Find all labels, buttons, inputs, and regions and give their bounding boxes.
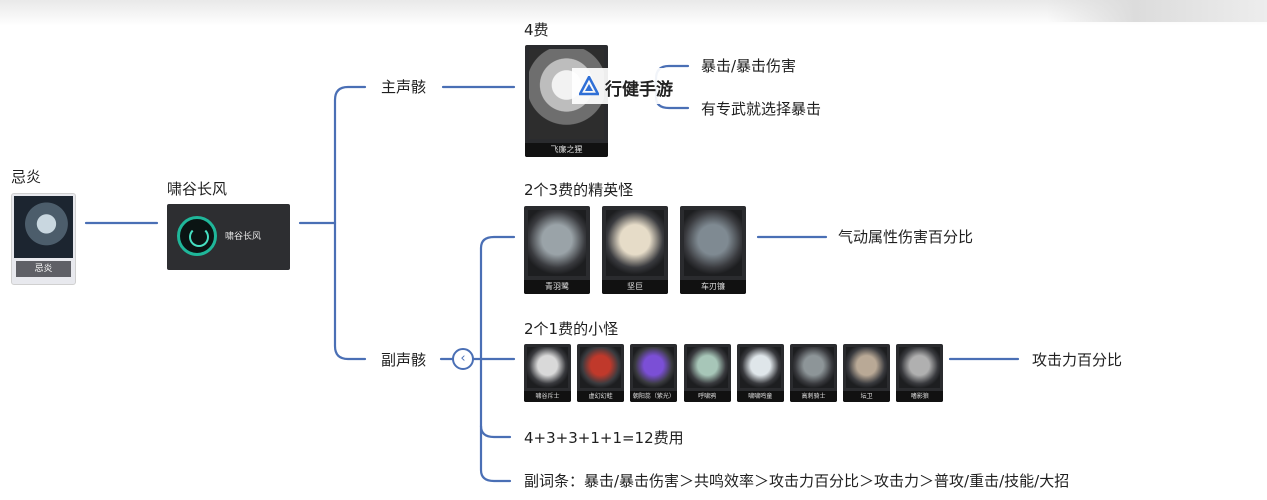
line-sub-formula: [479, 357, 512, 439]
top-bar-blur: [1047, 0, 1267, 22]
character-tag: 忌炎: [16, 261, 71, 277]
minion-art: [686, 347, 728, 388]
cost-formula: 4+3+3+1+1=12费用: [524, 429, 684, 447]
minion-name: 高刺骑士: [790, 391, 837, 402]
minion-art: [899, 347, 941, 388]
minion-card[interactable]: 嗜影狼: [896, 344, 944, 402]
character-card[interactable]: 忌炎: [11, 193, 76, 285]
minion-stat: 攻击力百分比: [1032, 351, 1123, 369]
main-echo-note: 有专武就选择暴击: [701, 100, 822, 118]
minion-card[interactable]: 啸谷斥士: [524, 344, 571, 402]
main-echo-name: 飞廉之猩: [525, 143, 608, 157]
minion-art: [527, 347, 568, 388]
minion-name: 啸啸鸣童: [736, 391, 784, 402]
watermark-text: 行健手游: [605, 80, 673, 100]
line-sub-substats: [479, 424, 512, 483]
minion-art: [846, 347, 888, 388]
main-echo-label: 主声骸: [381, 78, 427, 96]
minion-card[interactable]: 朝阳蕊（紫光）: [630, 344, 678, 402]
elite-card[interactable]: 坚巨: [602, 206, 668, 294]
minion-art: [633, 347, 675, 388]
minion-art: [793, 347, 834, 388]
minion-name: 啸谷斥士: [524, 391, 571, 402]
sonata-card[interactable]: 啸谷长风: [167, 204, 290, 270]
character-portrait: [14, 196, 73, 258]
line-sub-up: [479, 235, 516, 361]
watermark: 行健手游: [572, 68, 692, 104]
elite-name: 车刃镰: [680, 280, 746, 294]
substat-priority: 副词条：暴击/暴击伤害＞共鸣效率＞攻击力百分比＞攻击力＞普攻/重击/技能/大招: [524, 472, 1070, 490]
collapse-button[interactable]: ‹: [452, 348, 474, 370]
sonata-name: 啸谷长风: [167, 180, 228, 198]
elite-card[interactable]: 青羽鹭: [524, 206, 590, 294]
minion-name: 朝阳蕊（紫光）: [630, 391, 678, 402]
elite-art: [684, 210, 742, 276]
minion-card[interactable]: 呼啸鸦: [683, 344, 731, 402]
sub-echo-label: 副声骸: [381, 351, 427, 369]
minion-name: 呼啸鸦: [683, 391, 731, 402]
minion-art: [739, 347, 781, 388]
line-trunk-sub: [333, 221, 367, 361]
main-echo-stat: 暴击/暴击伤害: [701, 57, 797, 75]
line-trunk-main: [333, 85, 367, 225]
minion-name: 虚幻幻蛙: [577, 391, 625, 402]
character-name: 忌炎: [11, 168, 42, 186]
elite-art: [606, 210, 664, 276]
sonata-card-label: 啸谷长风: [225, 232, 262, 242]
minion-card[interactable]: 虚幻幻蛙: [577, 344, 625, 402]
wind-sonata-icon: [177, 216, 217, 256]
minion-name: 坛卫: [843, 391, 891, 402]
minion-card[interactable]: 啸啸鸣童: [736, 344, 784, 402]
elite-art: [528, 210, 586, 276]
minion-card[interactable]: 高刺骑士: [790, 344, 837, 402]
minion-art: [580, 347, 622, 388]
minion-name: 嗜影狼: [896, 391, 944, 402]
main-echo-cost: 4费: [524, 21, 549, 39]
top-bar: [0, 0, 1267, 26]
watermark-logo-icon: [579, 76, 599, 96]
minion-header: 2个1费的小怪: [524, 320, 619, 338]
elite-header: 2个3费的精英怪: [524, 181, 634, 199]
minion-card[interactable]: 坛卫: [843, 344, 891, 402]
elite-name: 坚巨: [602, 280, 668, 294]
elite-card[interactable]: 车刃镰: [680, 206, 746, 294]
elite-stat: 气动属性伤害百分比: [838, 228, 974, 246]
elite-name: 青羽鹭: [524, 280, 590, 294]
